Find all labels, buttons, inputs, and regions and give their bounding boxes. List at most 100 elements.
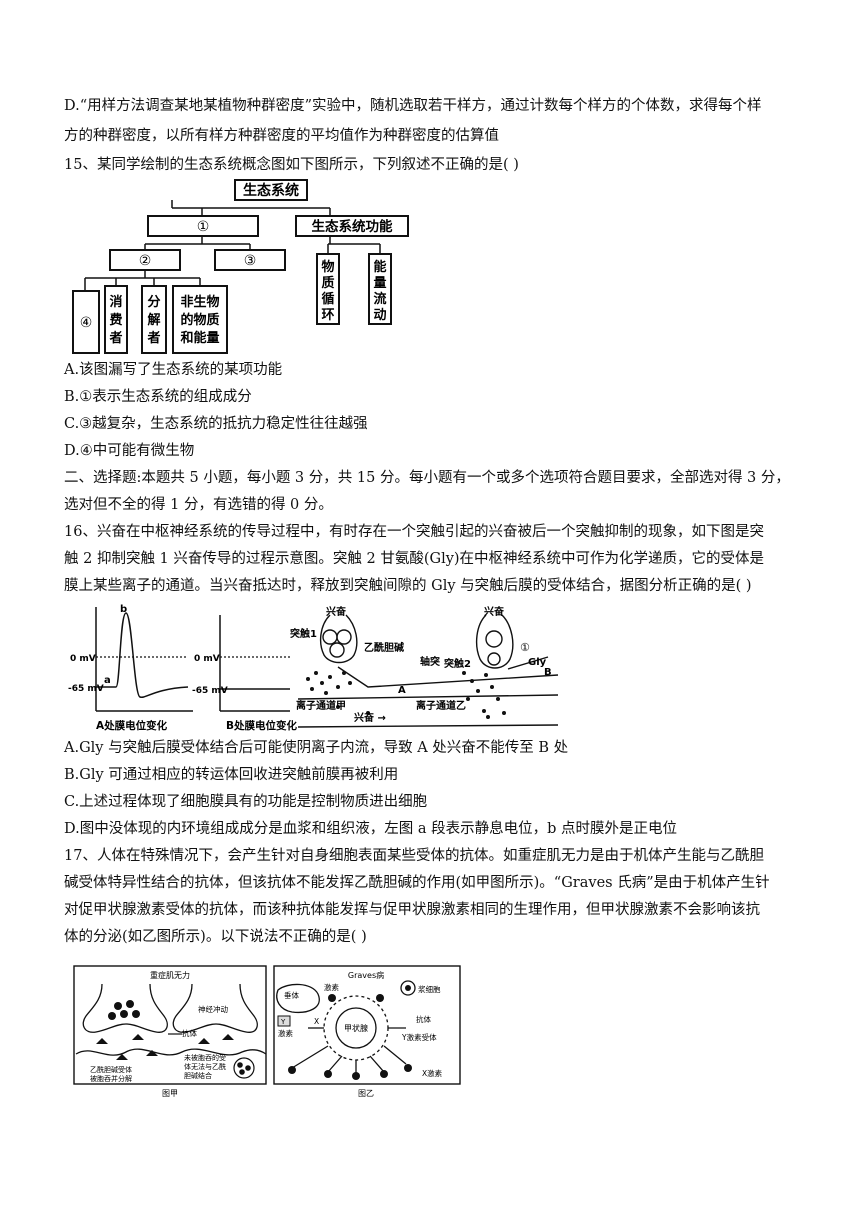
yi-x-label: X bbox=[314, 1017, 319, 1026]
q15-option-b: B.①表示生态系统的组成成分 bbox=[64, 389, 252, 405]
decomposer-char-2: 解 bbox=[146, 312, 160, 328]
graph-a-neg-mv: -65 mV bbox=[68, 684, 104, 694]
ecosystem-root-box bbox=[234, 179, 308, 201]
consumer-char-2: 费 bbox=[109, 312, 122, 328]
synapse-2-label: 突触2 bbox=[444, 657, 471, 670]
jia-right-note-1: 未被胞吞的受 bbox=[184, 1053, 226, 1062]
yi-plasma-label: 浆细胞 bbox=[418, 984, 441, 994]
channel-a-label: 离子通道甲 bbox=[296, 699, 346, 712]
abiotic-line-2: 的物质 bbox=[180, 312, 219, 328]
q15-option-c: C.③越复杂，生态系统的抵抗力稳定性往往越强 bbox=[64, 416, 368, 432]
q17-stem-line1: 17、人体在特殊情况下，会产生针对自身细胞表面某些受体的抗体。如重症肌无力是由于… bbox=[64, 848, 764, 864]
jia-right-note-3: 胆碱结合 bbox=[184, 1071, 212, 1080]
decomposer-char-3: 者 bbox=[146, 330, 160, 346]
q16-stem-line1: 16、兴奋在中枢神经系统的传导过程中，有时存在一个突触引起的兴奋被后一个突触抑制… bbox=[64, 524, 764, 540]
graph-a-label-a: a bbox=[104, 675, 111, 686]
q15-option-a: A.该图漏写了生态系统的某项功能 bbox=[64, 362, 283, 378]
channel-b-label: 离子通道乙 bbox=[416, 699, 466, 712]
abiotic-line-1: 非生物 bbox=[180, 294, 219, 310]
graph-a-zero-mv: 0 mV bbox=[70, 654, 96, 664]
q16-option-d: D.图中没体现的内环境组成成分是血浆和组织液，左图 a 段表示静息电位，b 点时… bbox=[64, 821, 677, 837]
acetylcholine-label: 乙酰胆碱 bbox=[364, 641, 404, 654]
graph-b-zero-mv: 0 mV bbox=[194, 654, 220, 664]
q15-option-d: D.④中可能有微生物 bbox=[64, 443, 195, 459]
energy-flow-box bbox=[368, 253, 392, 325]
node-2-label: ② bbox=[139, 253, 152, 269]
excite-arrow-label: 兴奋 → bbox=[354, 711, 386, 724]
yi-pituitary-label: 垂体 bbox=[284, 990, 299, 1000]
graph-b-neg-mv: -65 mV bbox=[192, 686, 228, 696]
synapse-figure: 0 mV -65 mV a b A处膜电位变化 0 mV -65 mV B处膜电… bbox=[68, 604, 559, 732]
ecosystem-root-label: 生态系统 bbox=[243, 182, 299, 199]
consumer-char-3: 者 bbox=[108, 330, 122, 346]
q16-option-a: A.Gly 与突触后膜受体结合后可能使阴离子内流，导致 A 处兴奋不能传至 B … bbox=[64, 740, 569, 756]
q16-stem-line2: 触 2 抑制突触 1 兴奋传导的过程示意图。突触 2 甘氨酸(Gly)在中枢神经… bbox=[64, 551, 765, 567]
q17-stem-line4: 体的分泌(如乙图所示)。以下说法不正确的是( ) bbox=[64, 929, 367, 945]
decomposer-box bbox=[141, 285, 167, 354]
graph-b-caption: B处膜电位变化 bbox=[226, 719, 298, 732]
yi-hormone-label: 激素 bbox=[324, 982, 339, 992]
yi-caption: 图乙 bbox=[358, 1089, 374, 1098]
yi-thyroid-label: 甲状腺 bbox=[344, 1023, 368, 1033]
graph-a-label-b: b bbox=[120, 604, 127, 615]
node-3-box bbox=[214, 249, 286, 271]
circle-1-label: ① bbox=[520, 641, 530, 654]
energy-char-3: 流 bbox=[373, 291, 386, 307]
decomposer-char-1: 分 bbox=[147, 294, 160, 310]
yi-y-box-label: Y bbox=[280, 1018, 286, 1026]
cycle-char-4: 环 bbox=[321, 308, 334, 323]
vesicle-dots bbox=[306, 671, 506, 719]
node-4-label: ④ bbox=[80, 315, 93, 331]
yi-antibody-label: 抗体 bbox=[416, 1014, 431, 1024]
material-cycle-box bbox=[316, 253, 340, 325]
section2-instructions-line1: 二、选择题:本题共 5 小题，每小题 3 分，共 15 分。每小题有一个或多个选… bbox=[64, 470, 790, 486]
q14-option-d-line2: 方的种群密度，以所有样方种群密度的平均值作为种群密度的估算值 bbox=[64, 128, 499, 144]
consumer-box bbox=[104, 285, 128, 354]
q17-stem-line3: 对促甲状腺激素受体的抗体，而该种抗体能发挥与促甲状腺激素相同的生理作用，但甲状腺… bbox=[64, 902, 760, 918]
figure-jia: 重症肌无力 神经冲动 抗体 乙酰胆碱受体 被胞吞并分解 未被胞吞的受 体无法与乙… bbox=[73, 965, 267, 1098]
graph-a bbox=[95, 607, 193, 712]
jia-title: 重症肌无力 bbox=[150, 970, 190, 980]
q16-option-b: B.Gly 可通过相应的转运体回收进突触前膜再被利用 bbox=[64, 767, 399, 783]
function-box bbox=[295, 215, 409, 237]
excite-label-2: 兴奋 bbox=[484, 605, 505, 618]
node-4-box bbox=[72, 290, 100, 354]
node-2-box bbox=[109, 249, 181, 271]
yi-x-hormone-label: X激素 bbox=[422, 1068, 443, 1078]
point-a-label: A bbox=[398, 685, 406, 696]
jia-nerve-label: 神经冲动 bbox=[198, 1004, 228, 1014]
synapse-1-label: 突触1 bbox=[290, 627, 317, 640]
neuron-diagram bbox=[297, 614, 559, 728]
q14-option-d-line1: D.“用样方法调查某地某植物种群密度”实验中，随机选取若干样方，通过计数每个样方… bbox=[64, 98, 762, 114]
consumer-char-1: 消 bbox=[109, 294, 122, 310]
yi-y-hormone-label: 激素 bbox=[278, 1028, 293, 1038]
energy-char-1: 能 bbox=[373, 259, 386, 275]
cycle-char-1: 物 bbox=[321, 259, 334, 275]
node-1-label: ① bbox=[197, 219, 210, 235]
node-1-box bbox=[147, 215, 259, 237]
abiotic-box bbox=[172, 285, 228, 354]
jia-left-note-2: 被胞吞并分解 bbox=[90, 1074, 132, 1083]
function-label: 生态系统功能 bbox=[312, 218, 393, 235]
gly-label: Gly bbox=[528, 657, 547, 668]
graph-b bbox=[219, 615, 290, 712]
ecosystem-concept-map: 生态系统 ① 生态系统功能 ② ③ ④ 消 费 者 分 解 者 非生物 的物质 … bbox=[72, 179, 409, 354]
jia-left-note-1: 乙酰胆碱受体 bbox=[90, 1065, 132, 1074]
jia-right-note-2: 体无法与乙酰 bbox=[184, 1062, 226, 1071]
graph-a-caption: A处膜电位变化 bbox=[96, 719, 168, 732]
jia-caption: 图甲 bbox=[162, 1089, 178, 1098]
yi-y-receptor-label: Y激素受体 bbox=[401, 1032, 437, 1042]
energy-char-4: 动 bbox=[373, 308, 386, 323]
q16-stem-line3: 膜上某些离子的通道。当兴奋抵达时，释放到突触间隙的 Gly 与突触后膜的受体结合… bbox=[64, 578, 752, 594]
point-b-label: B bbox=[544, 667, 552, 678]
cycle-char-3: 循 bbox=[321, 291, 334, 307]
q15-stem: 15、某同学绘制的生态系统概念图如下图所示，下列叙述不正确的是( ) bbox=[64, 157, 519, 173]
energy-char-2: 量 bbox=[373, 276, 386, 291]
axon-label: 轴突 bbox=[420, 655, 440, 668]
jia-antibody-label: 抗体 bbox=[182, 1028, 197, 1038]
figure-yi: Graves病 垂体 激素 Y 激素 X 浆细胞 抗体 Y激素受体 甲状腺 X激… bbox=[273, 965, 461, 1098]
cycle-char-2: 质 bbox=[321, 275, 334, 291]
section2-instructions-line2: 选对但不全的得 1 分，有选错的得 0 分。 bbox=[64, 497, 333, 513]
q17-stem-line2: 碱受体特异性结合的抗体，但该抗体不能发挥乙酰胆碱的作用(如甲图所示)。“Grav… bbox=[64, 875, 770, 891]
excite-label-1: 兴奋 bbox=[326, 605, 347, 618]
